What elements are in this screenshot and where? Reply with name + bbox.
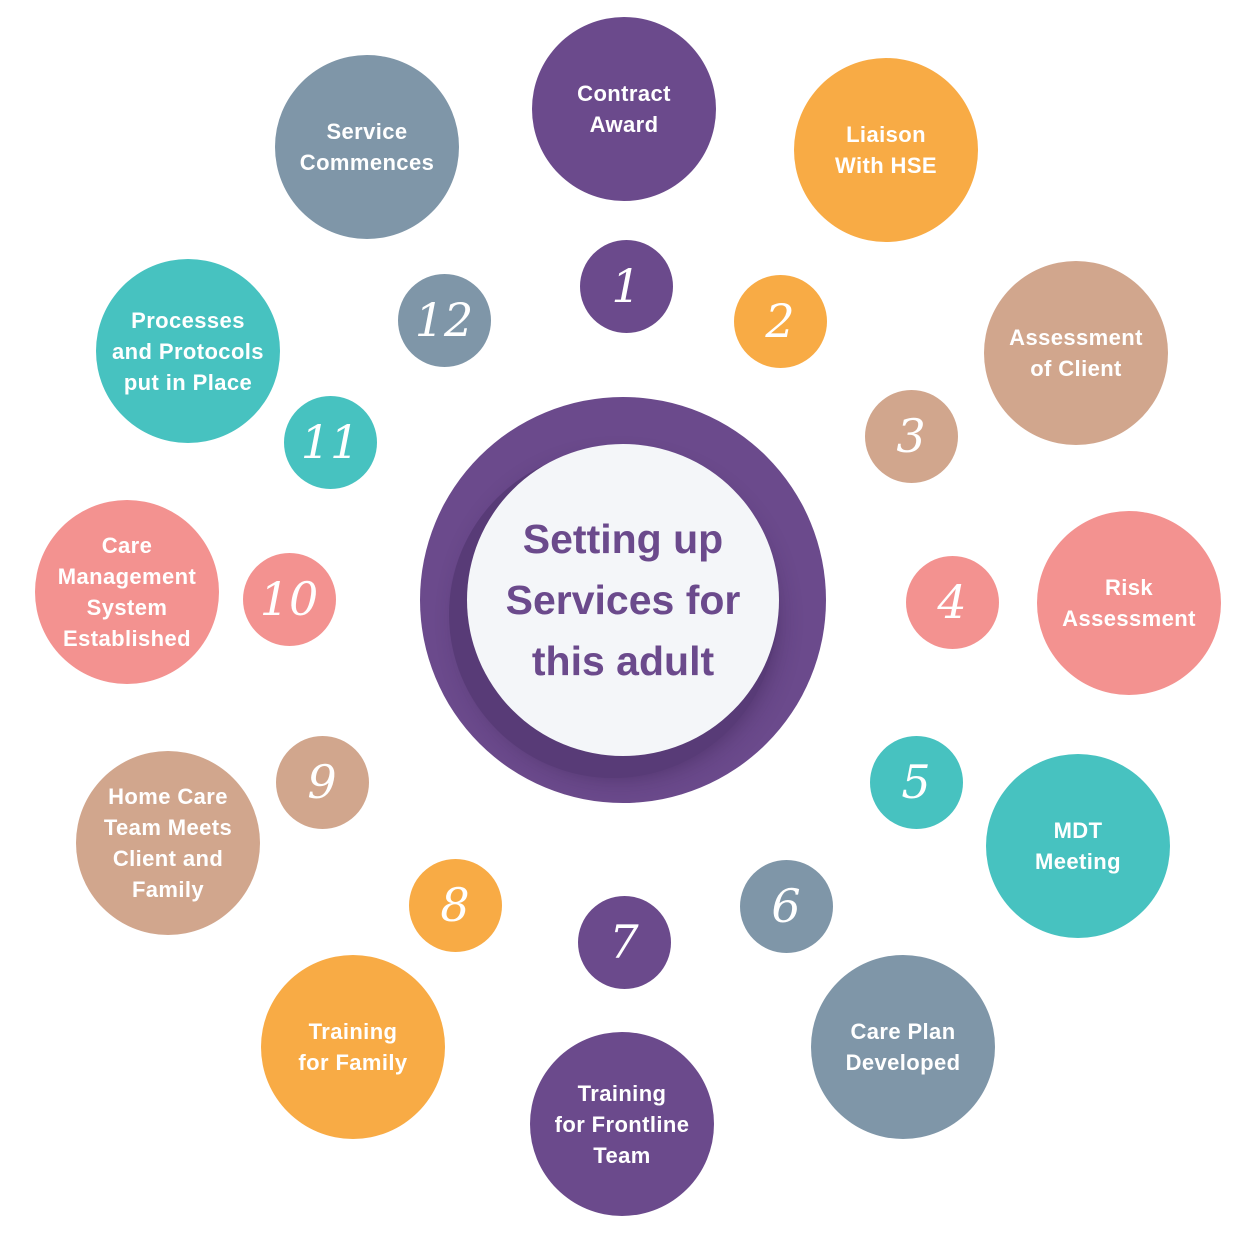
step-2-number-badge: 2 bbox=[733, 274, 827, 368]
step-5-circle: MDT Meeting bbox=[986, 754, 1170, 938]
step-12-number-badge: 12 bbox=[397, 273, 491, 367]
step-7-circle: Training for Frontline Team bbox=[530, 1032, 714, 1216]
step-number: 8 bbox=[440, 878, 470, 932]
step-3-circle: Assessment of Client bbox=[984, 261, 1168, 445]
step-4-circle: Risk Assessment bbox=[1037, 511, 1221, 695]
step-label: Processes and Protocols put in Place bbox=[112, 307, 264, 395]
step-number: 10 bbox=[259, 572, 319, 626]
step-number: 2 bbox=[765, 294, 795, 348]
step-label: Liaison With HSE bbox=[835, 122, 937, 178]
step-number: 12 bbox=[414, 293, 474, 347]
step-2-circle: Liaison With HSE bbox=[794, 58, 978, 242]
step-label: Assessment of Client bbox=[1009, 325, 1143, 381]
step-8-circle: Training for Family bbox=[261, 955, 445, 1139]
step-7-number-badge: 7 bbox=[577, 895, 671, 989]
step-6-circle: Care Plan Developed bbox=[811, 955, 995, 1139]
step-label: MDT Meeting bbox=[1035, 818, 1121, 874]
step-label: Risk Assessment bbox=[1062, 575, 1196, 631]
step-number: 4 bbox=[937, 575, 967, 629]
step-label: Service Commences bbox=[299, 119, 435, 175]
step-number: 7 bbox=[609, 915, 639, 969]
step-11-circle: Processes and Protocols put in Place bbox=[96, 259, 280, 443]
step-label: Care Plan Developed bbox=[845, 1019, 961, 1075]
step-12-circle: Service Commences bbox=[275, 55, 459, 239]
step-label: Care Management System Established bbox=[57, 533, 197, 651]
step-number: 11 bbox=[300, 415, 360, 469]
step-number: 3 bbox=[896, 409, 926, 463]
step-1-circle: Contract Award bbox=[532, 17, 716, 201]
step-9-circle: Home Care Team Meets Client and Family bbox=[76, 751, 260, 935]
step-9-number-badge: 9 bbox=[275, 735, 369, 829]
step-4-number-badge: 4 bbox=[905, 555, 999, 649]
step-6-number-badge: 6 bbox=[739, 859, 833, 953]
step-number: 6 bbox=[771, 879, 801, 933]
step-5-number-badge: 5 bbox=[869, 735, 963, 829]
step-10-number-badge: 10 bbox=[242, 552, 336, 646]
step-3-number-badge: 3 bbox=[864, 389, 958, 483]
step-8-number-badge: 8 bbox=[408, 858, 502, 952]
step-label: Contract Award bbox=[577, 81, 671, 137]
step-11-number-badge: 11 bbox=[283, 395, 377, 489]
step-1-number-badge: 1 bbox=[579, 239, 673, 333]
step-number: 5 bbox=[901, 755, 931, 809]
step-label: Training for Family bbox=[298, 1019, 408, 1075]
step-number: 1 bbox=[611, 259, 641, 313]
step-number: 9 bbox=[307, 755, 337, 809]
step-label: Training for Frontline Team bbox=[554, 1080, 690, 1168]
center-title: Setting up Services for this adult bbox=[505, 515, 741, 684]
center-hub: Setting up Services for this adult bbox=[467, 444, 779, 756]
step-label: Home Care Team Meets Client and Family bbox=[103, 784, 233, 902]
step-10-circle: Care Management System Established bbox=[35, 500, 219, 684]
